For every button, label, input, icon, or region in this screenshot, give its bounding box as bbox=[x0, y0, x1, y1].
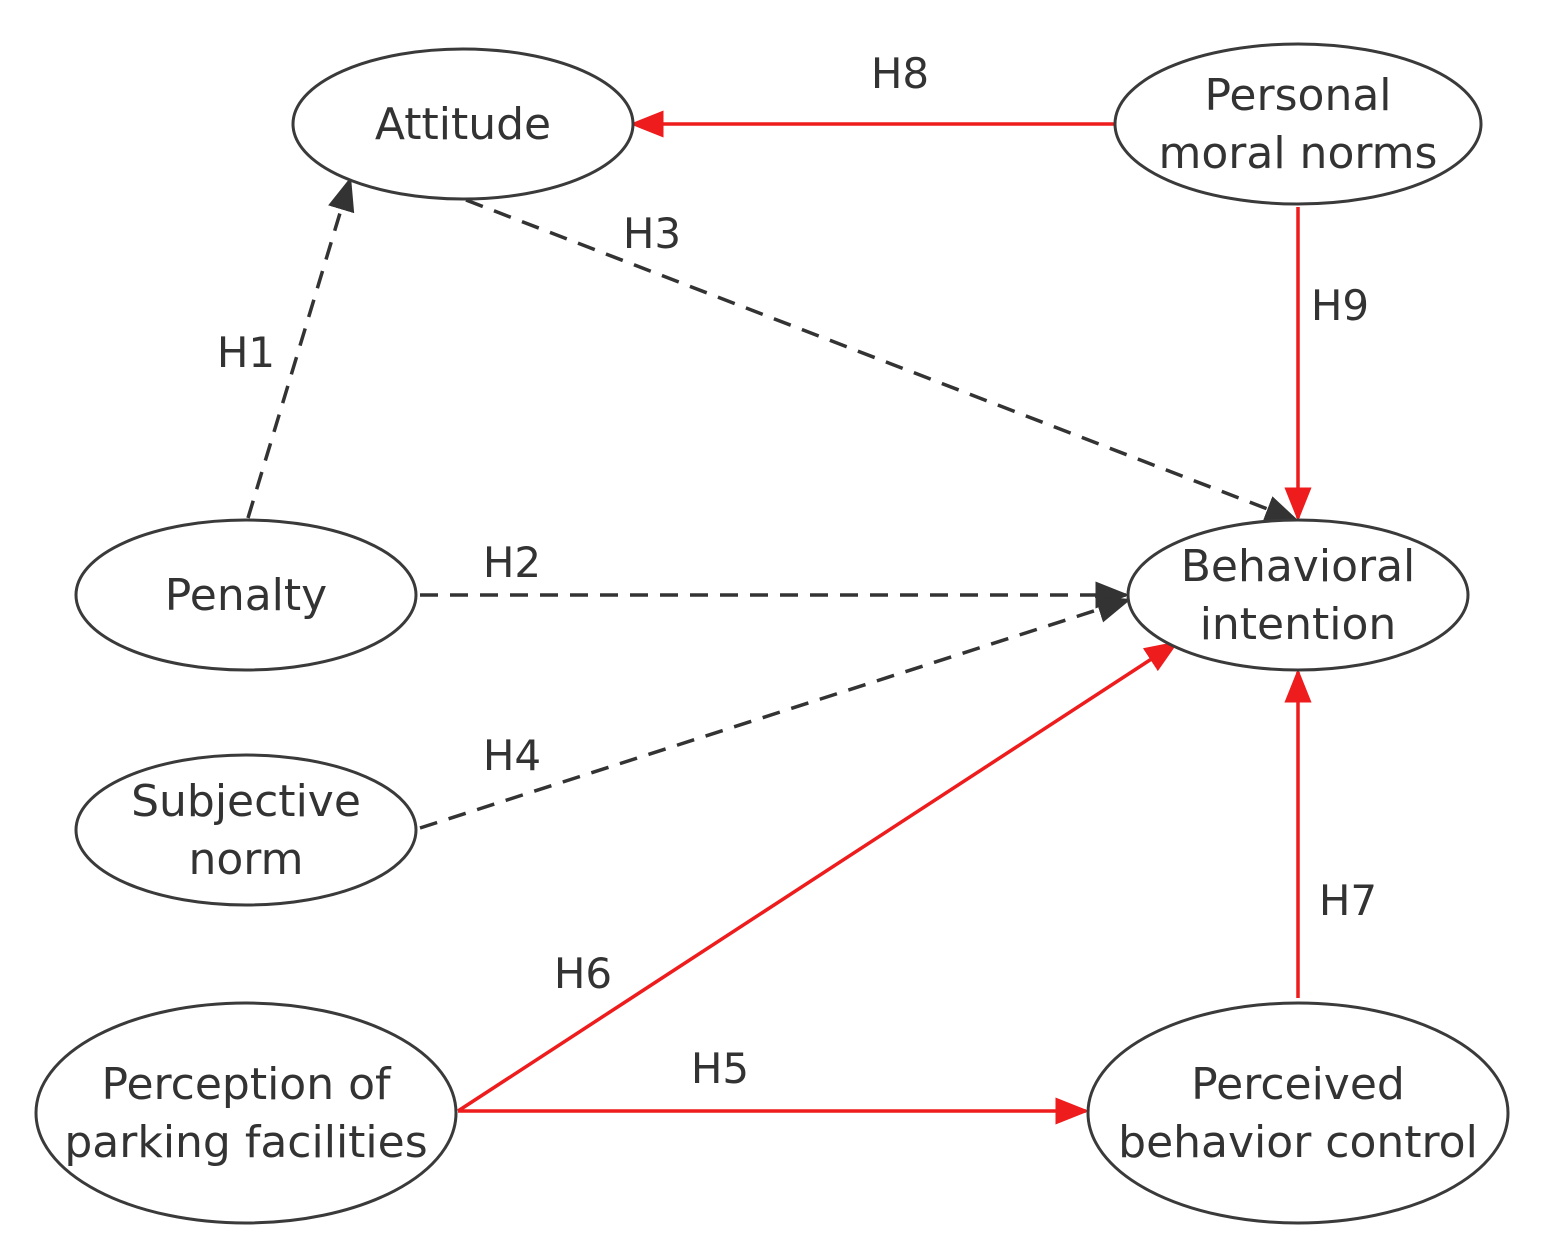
edges-layer bbox=[246, 110, 1312, 1125]
edge-label-h7: H7 bbox=[1319, 876, 1377, 925]
edge-h6 bbox=[457, 641, 1179, 1113]
node-label: norm bbox=[189, 834, 304, 885]
node-ellipse bbox=[1126, 518, 1470, 672]
edge-label-h2: H2 bbox=[483, 538, 541, 587]
node-label: Subjective bbox=[131, 776, 361, 827]
node-label: Perceived bbox=[1191, 1059, 1405, 1110]
edge-label-h8: H8 bbox=[871, 49, 929, 98]
node-ellipse bbox=[291, 47, 635, 201]
node-subjective-norm: Subjective norm bbox=[74, 753, 418, 907]
node-label: Attitude bbox=[375, 99, 551, 150]
edge-label-h5: H5 bbox=[691, 1044, 749, 1093]
edge-label-h3: H3 bbox=[623, 209, 681, 258]
node-ellipse bbox=[1086, 1001, 1510, 1225]
edge-label-h1: H1 bbox=[217, 328, 275, 377]
node-label: Perception of bbox=[101, 1059, 392, 1110]
edge-h4 bbox=[419, 596, 1132, 830]
node-label: Personal bbox=[1204, 70, 1391, 121]
node-label: Penalty bbox=[165, 570, 327, 621]
node-penalty: Penalty bbox=[74, 518, 418, 672]
node-ellipse bbox=[74, 753, 418, 907]
node-label: intention bbox=[1200, 599, 1397, 650]
node-ellipse bbox=[34, 1001, 458, 1225]
node-ellipse bbox=[1113, 42, 1483, 206]
node-perceived-behavior-control: Perceived behavior control bbox=[1086, 1001, 1510, 1225]
node-attitude: Attitude bbox=[291, 47, 635, 201]
node-label: parking facilities bbox=[64, 1117, 427, 1168]
node-label: Behavioral bbox=[1181, 541, 1416, 592]
edge-label-h6: H6 bbox=[554, 949, 612, 998]
edge-label-h4: H4 bbox=[483, 731, 541, 780]
node-ellipse bbox=[74, 518, 418, 672]
node-personal-moral-norms: Personal moral norms bbox=[1113, 42, 1483, 206]
edge-label-h9: H9 bbox=[1311, 281, 1369, 330]
node-behavioral-intention: Behavioral intention bbox=[1126, 518, 1470, 672]
node-label: behavior control bbox=[1118, 1117, 1478, 1168]
node-perception-of-parking-facilities: Perception of parking facilities bbox=[34, 1001, 458, 1225]
node-label: moral norms bbox=[1159, 128, 1438, 179]
edge-h3 bbox=[465, 198, 1300, 522]
